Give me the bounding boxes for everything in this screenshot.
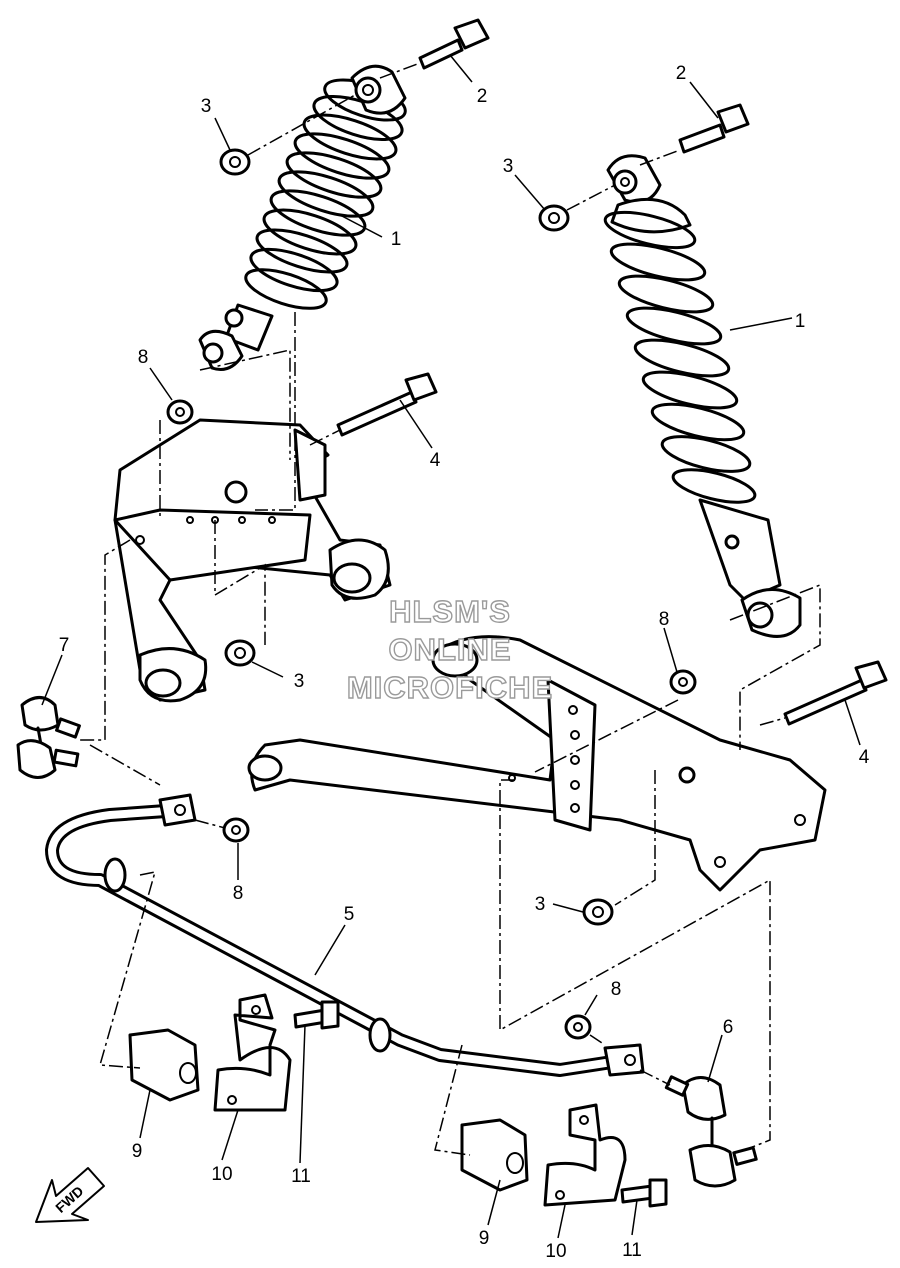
callout-6-link-rod: 6 (723, 1017, 734, 1038)
shock-absorber-right (603, 154, 802, 638)
bolt-11-left (293, 1000, 340, 1030)
callout-10-right-holder: 10 (545, 1241, 566, 1262)
callout-3-right-upper-nut: 3 (503, 156, 514, 177)
bolt-2-left (418, 18, 490, 70)
bolt-4-right (783, 660, 888, 726)
callout-numbers: 2 3 1 8 4 3 7 8 5 9 10 11 2 3 1 8 4 3 8 … (59, 63, 870, 1262)
callout-3-right-lower-nut: 3 (535, 894, 546, 915)
leader-lines (41, 54, 861, 1239)
link-rod-right (664, 1075, 758, 1188)
link-rod-left (16, 696, 81, 779)
callout-5-stabilizer: 5 (344, 904, 355, 925)
assembly-lines (80, 62, 821, 1156)
upper-arm-left (113, 418, 392, 703)
callout-11-right-bolt: 11 (622, 1240, 642, 1261)
bolt-11-right (620, 1178, 668, 1208)
callout-8-bar-right-nut: 8 (611, 979, 622, 1000)
callout-2-left-shock-bolt: 2 (477, 86, 488, 107)
callout-8-right-arm-nut: 8 (659, 609, 670, 630)
shock-spring-left (244, 78, 407, 310)
callout-3-left-lower-nut: 3 (294, 671, 305, 692)
watermark: HLSM'S ONLINE MICROFICHE (346, 593, 553, 705)
holder-10-left (213, 993, 292, 1112)
callout-8-bar-left-nut: 8 (233, 883, 244, 904)
watermark-line-1: HLSM'S (389, 594, 511, 629)
callout-9-right-bushing: 9 (479, 1228, 490, 1249)
bolt-4-left (336, 372, 438, 437)
bolt-2-right (678, 103, 750, 154)
watermark-line-2: ONLINE (388, 632, 511, 667)
callout-2-right-shock-bolt: 2 (676, 63, 687, 84)
callout-4-left-bolt: 4 (430, 450, 441, 471)
lower-arm-right (247, 635, 827, 892)
callout-1-left-shock: 1 (391, 229, 402, 250)
shock-spring-right (603, 210, 757, 504)
callout-4-right-bolt: 4 (859, 747, 870, 768)
nut-8 (166, 399, 697, 1040)
bushing-9-left (128, 1028, 200, 1102)
forward-arrow-icon: FWD (35, 1167, 105, 1223)
callout-8-left-upper-nut: 8 (138, 347, 149, 368)
bushing-9-right (460, 1118, 529, 1192)
callout-11-left-bolt: 11 (291, 1166, 311, 1187)
shock-absorber-left (198, 64, 407, 371)
nut-3 (219, 148, 614, 926)
callout-1-right-shock: 1 (795, 311, 806, 332)
watermark-line-3: MICROFICHE (347, 670, 553, 705)
callout-3-left-upper-nut: 3 (201, 96, 212, 117)
holder-10-right (543, 1103, 627, 1207)
shock-body-right (698, 498, 782, 602)
callout-7-link-rod: 7 (59, 635, 70, 656)
callout-9-left-bushing: 9 (132, 1141, 143, 1162)
callout-10-left-holder: 10 (211, 1164, 232, 1185)
stabilizer-bar (45, 793, 645, 1077)
